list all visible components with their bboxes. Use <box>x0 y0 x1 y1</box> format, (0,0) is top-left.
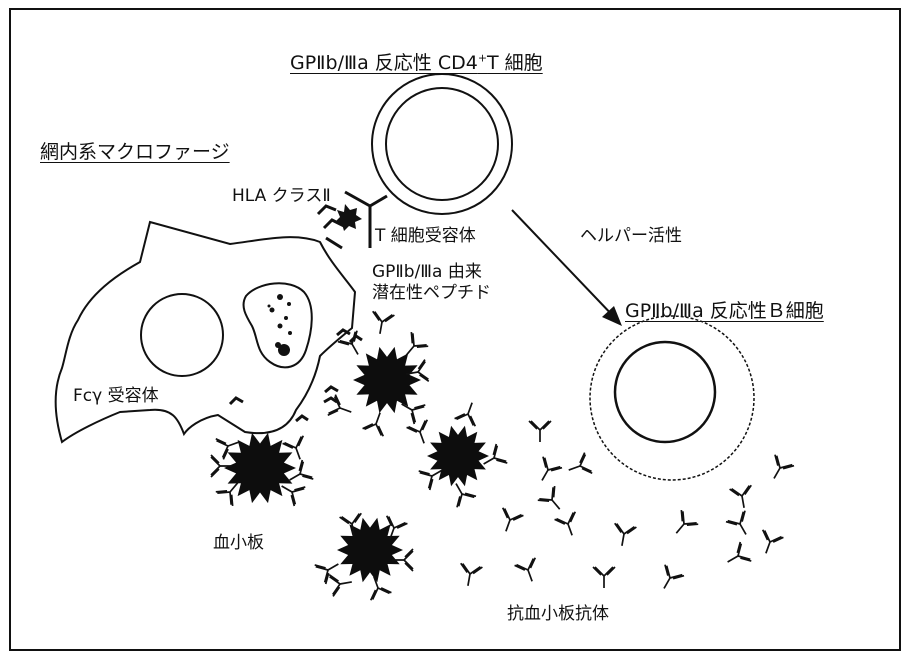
helper-arrow <box>511 209 618 321</box>
antibody <box>455 483 477 508</box>
helper-activity-label: ヘルパー活性 <box>580 226 682 246</box>
antibody <box>592 566 616 588</box>
antibody <box>215 482 239 507</box>
vacuole <box>242 282 313 369</box>
antibody <box>725 510 747 535</box>
vacuole-particles <box>267 294 292 356</box>
antibody <box>328 574 352 597</box>
tcr-hla-complex <box>316 190 388 250</box>
antibody <box>401 403 426 425</box>
antibody <box>537 485 561 510</box>
antibody <box>406 359 430 382</box>
antibody <box>418 469 443 491</box>
antibody-label: 抗血小板抗体 <box>507 604 609 624</box>
antibody <box>282 435 305 460</box>
figure-frame <box>9 8 901 651</box>
b-cell <box>589 315 755 481</box>
antibody <box>528 420 552 442</box>
macrophage-nucleus <box>140 293 224 377</box>
platelets <box>224 346 489 583</box>
b-cell-title: GPⅡb/Ⅲa 反応性Ｂ細胞 <box>625 300 824 322</box>
antibody <box>406 419 429 444</box>
platelet <box>224 432 296 504</box>
antibody <box>385 515 408 540</box>
antibody <box>210 454 232 478</box>
platelet <box>427 425 489 487</box>
t-cell-title: GPⅡb/Ⅲa 反応性 CD4+T 細胞 <box>290 51 543 74</box>
antibody <box>281 485 306 507</box>
antibodies <box>210 310 795 601</box>
macrophage-cell <box>54 220 357 444</box>
antibody <box>554 511 577 536</box>
antibody <box>614 522 637 546</box>
fc-receptor-label: Fcγ 受容体 <box>73 386 159 406</box>
peptide-label-line2: 潜在性ペプチド <box>372 283 491 303</box>
antibody <box>314 563 339 585</box>
antibody <box>339 512 362 536</box>
antibody <box>483 443 508 465</box>
t-cell-nucleus <box>385 87 499 201</box>
antibody <box>568 452 593 475</box>
antibody <box>337 330 359 355</box>
antibody <box>663 564 685 589</box>
antibody <box>372 310 395 334</box>
tcr-label: T 細胞受容体 <box>375 226 476 246</box>
antibody <box>392 548 414 572</box>
antibody <box>727 541 752 563</box>
platelet-label: 血小板 <box>213 533 264 553</box>
antibody <box>362 412 385 437</box>
antibody <box>541 456 563 481</box>
antibody <box>729 484 752 508</box>
antibody <box>215 437 240 460</box>
t-cell <box>371 73 513 215</box>
antibody <box>675 509 699 534</box>
antibody <box>460 562 483 586</box>
antibody <box>369 576 392 601</box>
antibody <box>289 459 314 481</box>
macrophage-title: 網内系マクロファージ <box>40 141 230 163</box>
antibody <box>773 454 795 479</box>
antibody <box>761 529 784 554</box>
peptide-label-line1: GPⅡb/Ⅲa 由来 <box>372 262 482 282</box>
antibody <box>514 557 537 582</box>
antibody <box>327 394 352 417</box>
b-cell-nucleus <box>613 340 717 444</box>
hla-label: HLA クラスⅡ <box>232 186 331 206</box>
helper-arrowhead <box>602 306 622 326</box>
antibody <box>454 402 477 427</box>
platelet <box>353 346 421 414</box>
antibody <box>405 331 429 356</box>
mhc-peptide <box>335 204 362 231</box>
antibody <box>501 507 524 532</box>
